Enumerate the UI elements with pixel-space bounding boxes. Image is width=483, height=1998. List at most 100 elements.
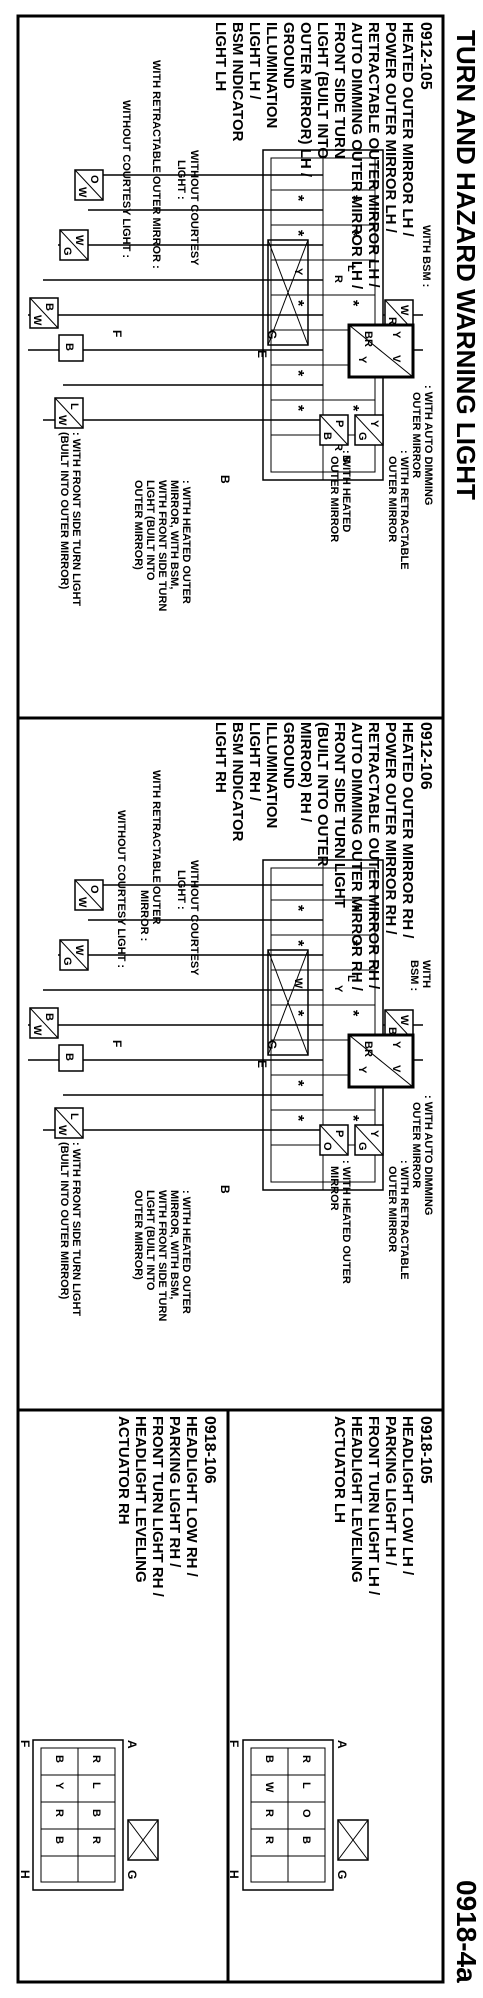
svg-text:*: * [289, 300, 306, 307]
note: (BUILT INTO OUTER MIRROR) [58, 432, 70, 590]
desc-line: HEADLIGHT LOW RH / [183, 1416, 200, 1578]
note: WITH BSM : [420, 225, 432, 287]
svg-text:*: * [289, 1010, 306, 1017]
svg-text:W: W [398, 1015, 410, 1026]
svg-text:G: G [61, 957, 73, 966]
svg-text:Y: Y [390, 1041, 402, 1049]
svg-text:W: W [56, 415, 68, 426]
note: MIRROR, WITH BSM, [168, 480, 180, 589]
pin-G: G [265, 330, 279, 339]
svg-text:R: R [263, 1809, 275, 1817]
pin-H: H [227, 1870, 241, 1879]
note: MIRROR : [138, 890, 150, 941]
svg-text:B: B [321, 432, 333, 440]
desc-line: FRONT SIDE TURN [331, 22, 348, 159]
pin-H: H [18, 1870, 32, 1879]
desc-line: HEADLIGHT LOW LH / [399, 1416, 416, 1576]
pin-E: E [255, 350, 269, 358]
svg-text:P: P [333, 1130, 345, 1137]
wire-boxes: O W W G B W W R Y BR V Y [29, 169, 415, 446]
note: : WITH RETRACTABLE [398, 1160, 410, 1280]
note: : WITH AUTO DIMMING [422, 1095, 434, 1215]
pin-A: A [335, 1740, 349, 1749]
connector-code: 0912-106 [417, 722, 434, 790]
note: OUTER MIRROR [410, 1102, 422, 1188]
pin-G: G [335, 1870, 349, 1879]
svg-text:P: P [333, 420, 345, 427]
desc-line: HEATED OUTER MIRROR LH / [399, 22, 416, 238]
note: LIGHT (BUILT INTO [144, 1190, 156, 1291]
section-0918-105: 0918-105 HEADLIGHT LOW LH / PARKING LIGH… [227, 1416, 434, 1891]
svg-text:W: W [292, 978, 304, 989]
note: WITH RETRACTABLE OUTER MIRROR : [150, 60, 162, 269]
svg-text:L: L [68, 1113, 80, 1120]
desc-line: OUTER MIRROR) LH / [297, 22, 314, 178]
desc-line: ACTUATOR LH [331, 1416, 348, 1523]
svg-text:L: L [345, 265, 357, 272]
svg-text:*: * [289, 195, 306, 202]
outer-frame [16, 14, 445, 1984]
svg-text:W: W [76, 897, 88, 908]
note: (BUILT INTO OUTER MIRROR) [58, 1142, 70, 1300]
note: : WITH HEATED OUTER [180, 1190, 192, 1314]
desc-line: ILLUMINATION [263, 722, 280, 828]
desc-line: GROUND [280, 722, 297, 789]
svg-text:L: L [68, 403, 80, 410]
page-title: TURN AND HAZARD WARNING LIGHT [451, 30, 481, 500]
svg-text:B: B [53, 1836, 65, 1844]
pin-E: E [255, 1060, 269, 1068]
connector-body: * * * * * * * * * * * L R Y R B [262, 149, 384, 481]
pin-F: F [18, 1740, 32, 1747]
connector-body: R L O B B W R R [242, 1739, 369, 1891]
desc-line: AUTO DIMMING OUTER MIRROR RH / [348, 722, 365, 992]
note: WITHOUT COURTESY LIGHT : [120, 100, 132, 258]
desc-line: HEADLIGHT LEVELING [348, 1416, 365, 1583]
svg-text:Y: Y [332, 985, 344, 993]
svg-text:B: B [386, 1027, 398, 1035]
svg-text:BR: BR [362, 1041, 374, 1057]
connector-body: R L B R B Y R B [32, 1739, 159, 1891]
svg-text:V: V [390, 1065, 402, 1073]
section-0912-106: 0912-106 HEATED OUTER MIRROR RH / POWER … [28, 722, 434, 1321]
svg-text:R: R [263, 1836, 275, 1844]
desc-line: POWER OUTER MIRROR LH / [382, 22, 399, 234]
desc-line: AUTO DIMMING OUTER MIRROR LH / [348, 22, 365, 290]
note: : WITH AUTO DIMMING [422, 385, 434, 505]
svg-text:O: O [321, 1142, 333, 1151]
note: WITHOUT COURTESY [188, 860, 200, 976]
svg-text:B: B [263, 1755, 275, 1763]
svg-text:O: O [88, 175, 100, 184]
note: OUTER MIRROR) [132, 1190, 144, 1280]
svg-text:W: W [73, 235, 85, 246]
desc-line: RETRACTABLE OUTER MIRROR RH / [365, 722, 382, 990]
note: WITHOUT COURTESY LIGHT : [115, 810, 127, 968]
desc-line: MIRROR) RH / [297, 722, 314, 823]
desc-line: GROUND [280, 22, 297, 89]
svg-text:V: V [390, 355, 402, 363]
svg-text:W: W [398, 305, 410, 316]
svg-text:Y: Y [53, 1782, 65, 1790]
svg-text:R: R [300, 1755, 312, 1763]
svg-text:O: O [300, 1809, 312, 1818]
page-code: 0918-4a [451, 1880, 482, 1983]
note: OUTER MIRROR) [132, 480, 144, 570]
note: : WITH HEATED OUTER [340, 1160, 352, 1284]
section-0912-105: 0912-105 HEATED OUTER MIRROR LH / POWER … [28, 22, 434, 611]
svg-text:B: B [300, 1836, 312, 1844]
note: OUTER MIRROR [386, 456, 398, 542]
svg-text:G: G [61, 247, 73, 256]
svg-text:B: B [43, 1013, 55, 1021]
note: LIGHT : [175, 160, 187, 200]
desc-line: HEATED OUTER MIRROR RH / [399, 722, 416, 939]
pin-G: G [265, 1040, 279, 1049]
pin-F: F [110, 1040, 124, 1047]
pin-F: F [110, 330, 124, 337]
svg-text:B: B [63, 343, 75, 351]
svg-text:W: W [31, 315, 43, 326]
svg-text:W: W [31, 1025, 43, 1036]
svg-text:L: L [300, 1782, 312, 1789]
pin-B: B [218, 475, 232, 484]
desc-line: LIGHT RH / [246, 722, 263, 802]
pin-A: A [125, 1740, 139, 1749]
